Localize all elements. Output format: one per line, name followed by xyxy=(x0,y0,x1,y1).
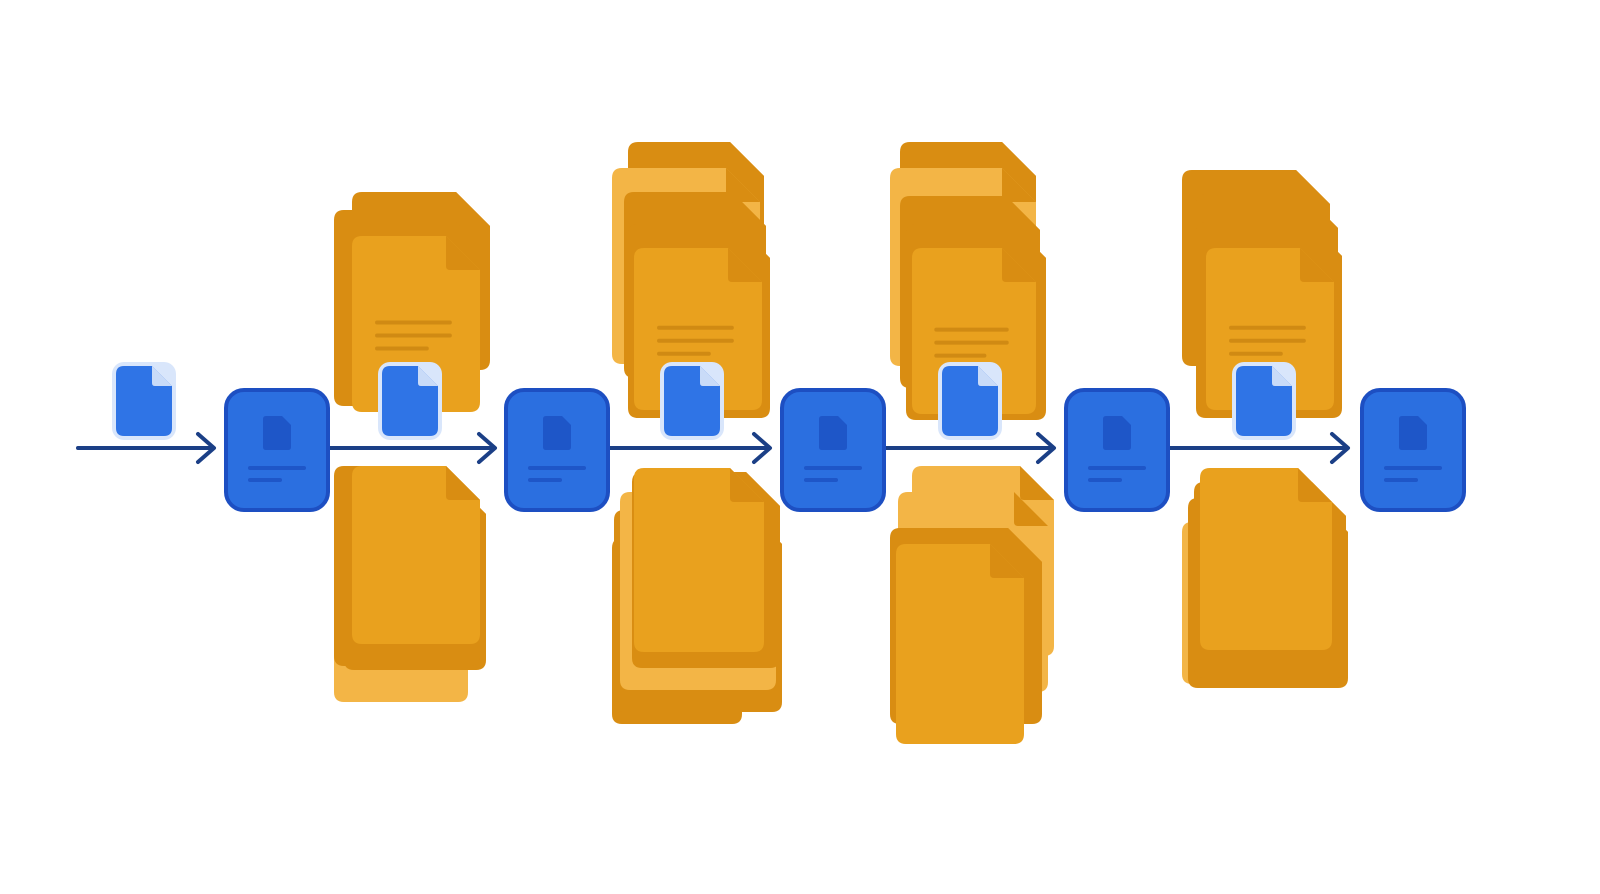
arrow-right-icon xyxy=(76,432,216,464)
arrow-right-icon xyxy=(1166,432,1350,464)
file-stack-3-bottom xyxy=(890,466,1054,744)
document-icon xyxy=(1103,416,1131,450)
document-icon xyxy=(819,416,847,450)
file-stack-1-bottom xyxy=(334,466,486,702)
arrow-right-icon xyxy=(880,432,1056,464)
arrow-right-icon xyxy=(602,432,772,464)
file-stack-4-bottom xyxy=(1182,468,1348,688)
document-icon xyxy=(938,362,1002,440)
process-node-4 xyxy=(1064,388,1170,512)
document-icon xyxy=(660,362,724,440)
document-icon xyxy=(378,362,442,440)
document-icon xyxy=(1399,416,1427,450)
document-icon xyxy=(1232,362,1296,440)
file-stack-2-bottom xyxy=(612,468,782,724)
process-node-3 xyxy=(780,388,886,512)
process-node-5 xyxy=(1360,388,1466,512)
file-stack-2-top xyxy=(612,142,770,418)
small-documents-layer xyxy=(112,362,1296,440)
document-icon xyxy=(263,416,291,450)
input-document-icon xyxy=(112,362,176,440)
arrows-layer xyxy=(76,432,1350,464)
process-nodes-layer xyxy=(224,388,1466,512)
arrow-right-icon xyxy=(324,432,497,464)
file-sheet-icon xyxy=(634,468,764,652)
process-node-2 xyxy=(504,388,610,512)
file-sheet-icon xyxy=(1200,468,1332,650)
file-sheet-icon xyxy=(352,466,480,644)
file-sheet-icon xyxy=(896,544,1024,744)
process-node-1 xyxy=(224,388,330,512)
document-icon xyxy=(543,416,571,450)
file-stack-1-top xyxy=(334,192,490,412)
